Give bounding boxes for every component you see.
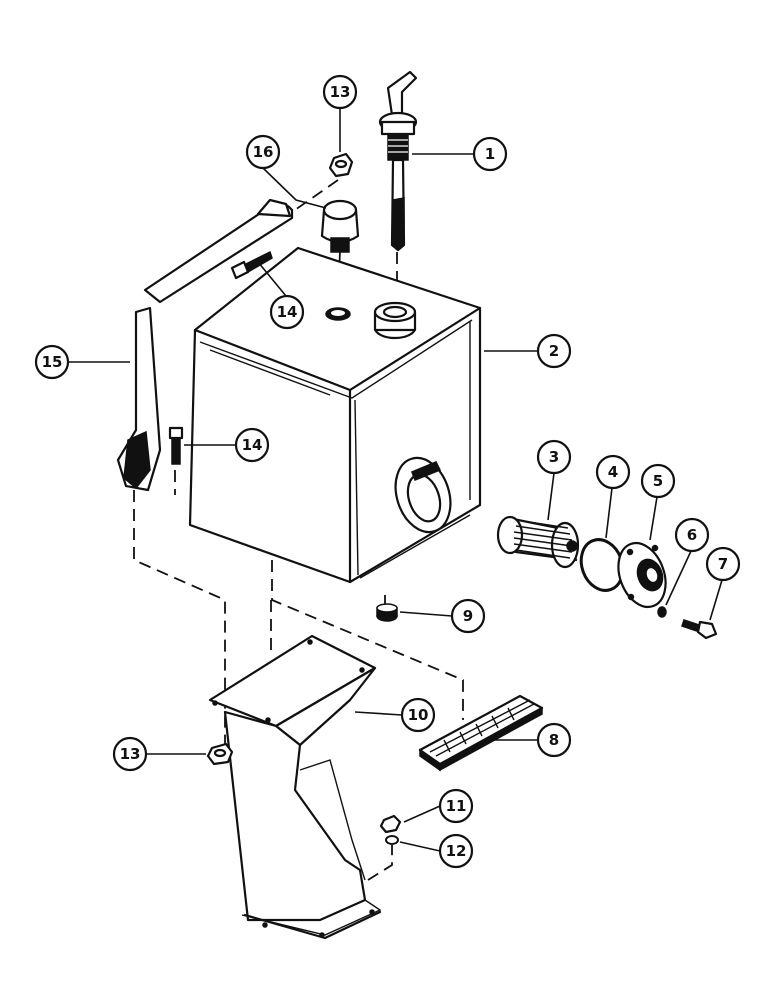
bolt-lower — [168, 426, 184, 465]
callout-label: 10 — [408, 706, 429, 724]
callout-label: 16 — [253, 143, 274, 161]
cover-flange — [617, 541, 667, 609]
callout-label: 13 — [330, 83, 351, 101]
cover-bolt — [681, 619, 718, 640]
washer-12 — [385, 835, 399, 845]
nut-lower — [206, 742, 234, 766]
callout-3: 3 — [536, 439, 572, 475]
callout-2: 2 — [536, 333, 572, 369]
callout-10: 10 — [400, 697, 436, 733]
callout-12: 12 — [438, 833, 474, 869]
callout-7: 7 — [705, 546, 741, 582]
tank-strap — [116, 198, 294, 492]
callout-label: 12 — [446, 842, 467, 860]
callout-13-top: 13 — [322, 74, 358, 110]
callout-label: 2 — [549, 342, 559, 360]
filter-element — [496, 515, 580, 569]
callout-label: 8 — [549, 731, 559, 749]
callout-label: 13 — [120, 745, 141, 763]
callout-4: 4 — [595, 454, 631, 490]
callout-13-lower: 13 — [112, 736, 148, 772]
callout-1: 1 — [472, 136, 508, 172]
support-bracket — [208, 634, 382, 940]
callout-label: 14 — [277, 303, 298, 321]
lock-washer — [657, 606, 667, 618]
callout-6: 6 — [674, 517, 710, 553]
leader-lines — [68, 108, 723, 852]
callout-16: 16 — [245, 134, 281, 170]
callout-11: 11 — [438, 788, 474, 824]
rubber-pad — [418, 694, 544, 772]
callout-label: 5 — [653, 472, 663, 490]
callout-label: 11 — [446, 797, 467, 815]
callout-label: 6 — [687, 526, 697, 544]
callout-5: 5 — [640, 463, 676, 499]
nut-11 — [379, 814, 402, 834]
callout-label: 7 — [718, 555, 728, 573]
callout-label: 14 — [242, 436, 263, 454]
callout-14-upper: 14 — [269, 294, 305, 330]
callout-label: 4 — [608, 463, 618, 481]
callout-9: 9 — [450, 598, 486, 634]
callout-label: 9 — [463, 607, 473, 625]
dipstick — [378, 70, 418, 252]
drain-plug — [376, 603, 398, 622]
callout-label: 3 — [549, 448, 559, 466]
breather-cap — [320, 199, 360, 253]
callout-14-lower: 14 — [234, 427, 270, 463]
callout-15: 15 — [34, 344, 70, 380]
nut-top — [328, 152, 354, 178]
callout-label: 15 — [42, 353, 63, 371]
bolt-upper — [230, 250, 273, 280]
callout-label: 1 — [485, 145, 495, 163]
hydraulic-tank — [188, 246, 482, 584]
callout-8: 8 — [536, 722, 572, 758]
